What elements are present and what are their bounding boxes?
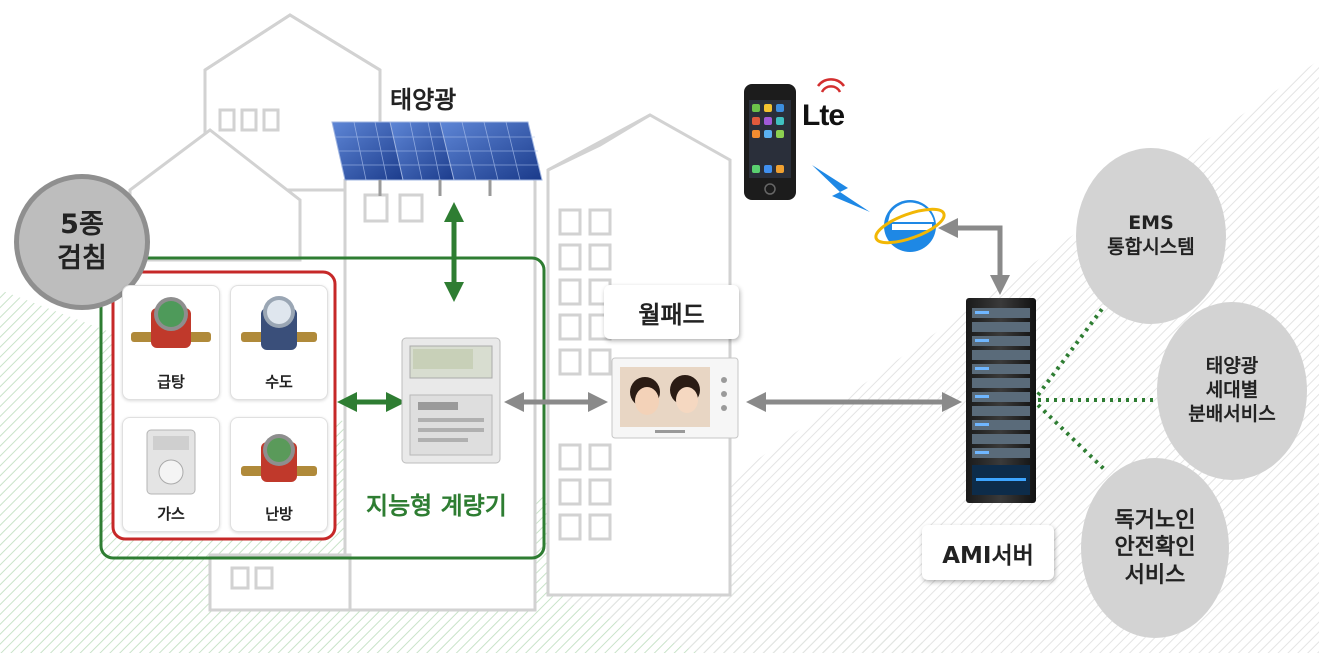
internet-icon [874,200,946,252]
water-meter-icon [241,296,317,350]
lte-label: Lte [802,99,845,132]
service-elderly-line1: 독거노인 [1114,507,1196,533]
service-ems-circle: EMS 통합시스템 [1076,148,1226,324]
meter-card-hot-water: 급탕 [122,285,220,400]
wallpad-label: 월패드 [604,285,739,339]
service-solar-line3: 분배서비스 [1188,402,1276,425]
meter-card-heating: 난방 [230,417,328,532]
background-buildings [128,13,732,612]
meter-label: 난방 [265,505,293,523]
hot-water-meter-icon [131,297,211,348]
smart-meter-label: 지능형 계량기 [366,492,507,520]
meter-card-gas: 가스 [122,417,220,532]
service-ems-line2: 통합시스템 [1107,236,1195,258]
heating-meter-icon [241,434,317,482]
solar-label: 태양광 [390,86,457,114]
lightning-icon [812,165,870,212]
inspection-line1: 5종 [60,209,104,241]
smartphone [744,84,796,200]
service-elderly-safety-circle: 독거노인 안전확인 서비스 [1081,458,1229,638]
service-links [1036,303,1160,472]
gas-meter-icon [146,429,196,495]
internet-server-arrow [938,218,1010,295]
meter-card-water: 수도 [230,285,328,400]
service-solar-distribution-circle: 태양광 세대별 분배서비스 [1157,302,1307,480]
inspection-line2: 검침 [57,243,107,274]
meter-label: 가스 [157,505,185,523]
meter-label: 급탕 [157,373,185,391]
meter-label: 수도 [265,373,293,391]
smart-meter-device [401,337,501,464]
service-solar-line1: 태양광 [1205,355,1259,378]
ami-server-label: AMI서버 [922,525,1054,580]
service-elderly-line3: 서비스 [1124,562,1186,588]
lte-signal-icon [816,78,846,93]
wallpad-device [611,357,739,439]
ami-server-rack [966,298,1036,503]
service-solar-line2: 세대별 [1205,379,1259,402]
service-elderly-line2: 안전확인 [1114,535,1196,561]
solar-panels [331,121,543,196]
service-ems-line1: EMS [1128,212,1174,235]
